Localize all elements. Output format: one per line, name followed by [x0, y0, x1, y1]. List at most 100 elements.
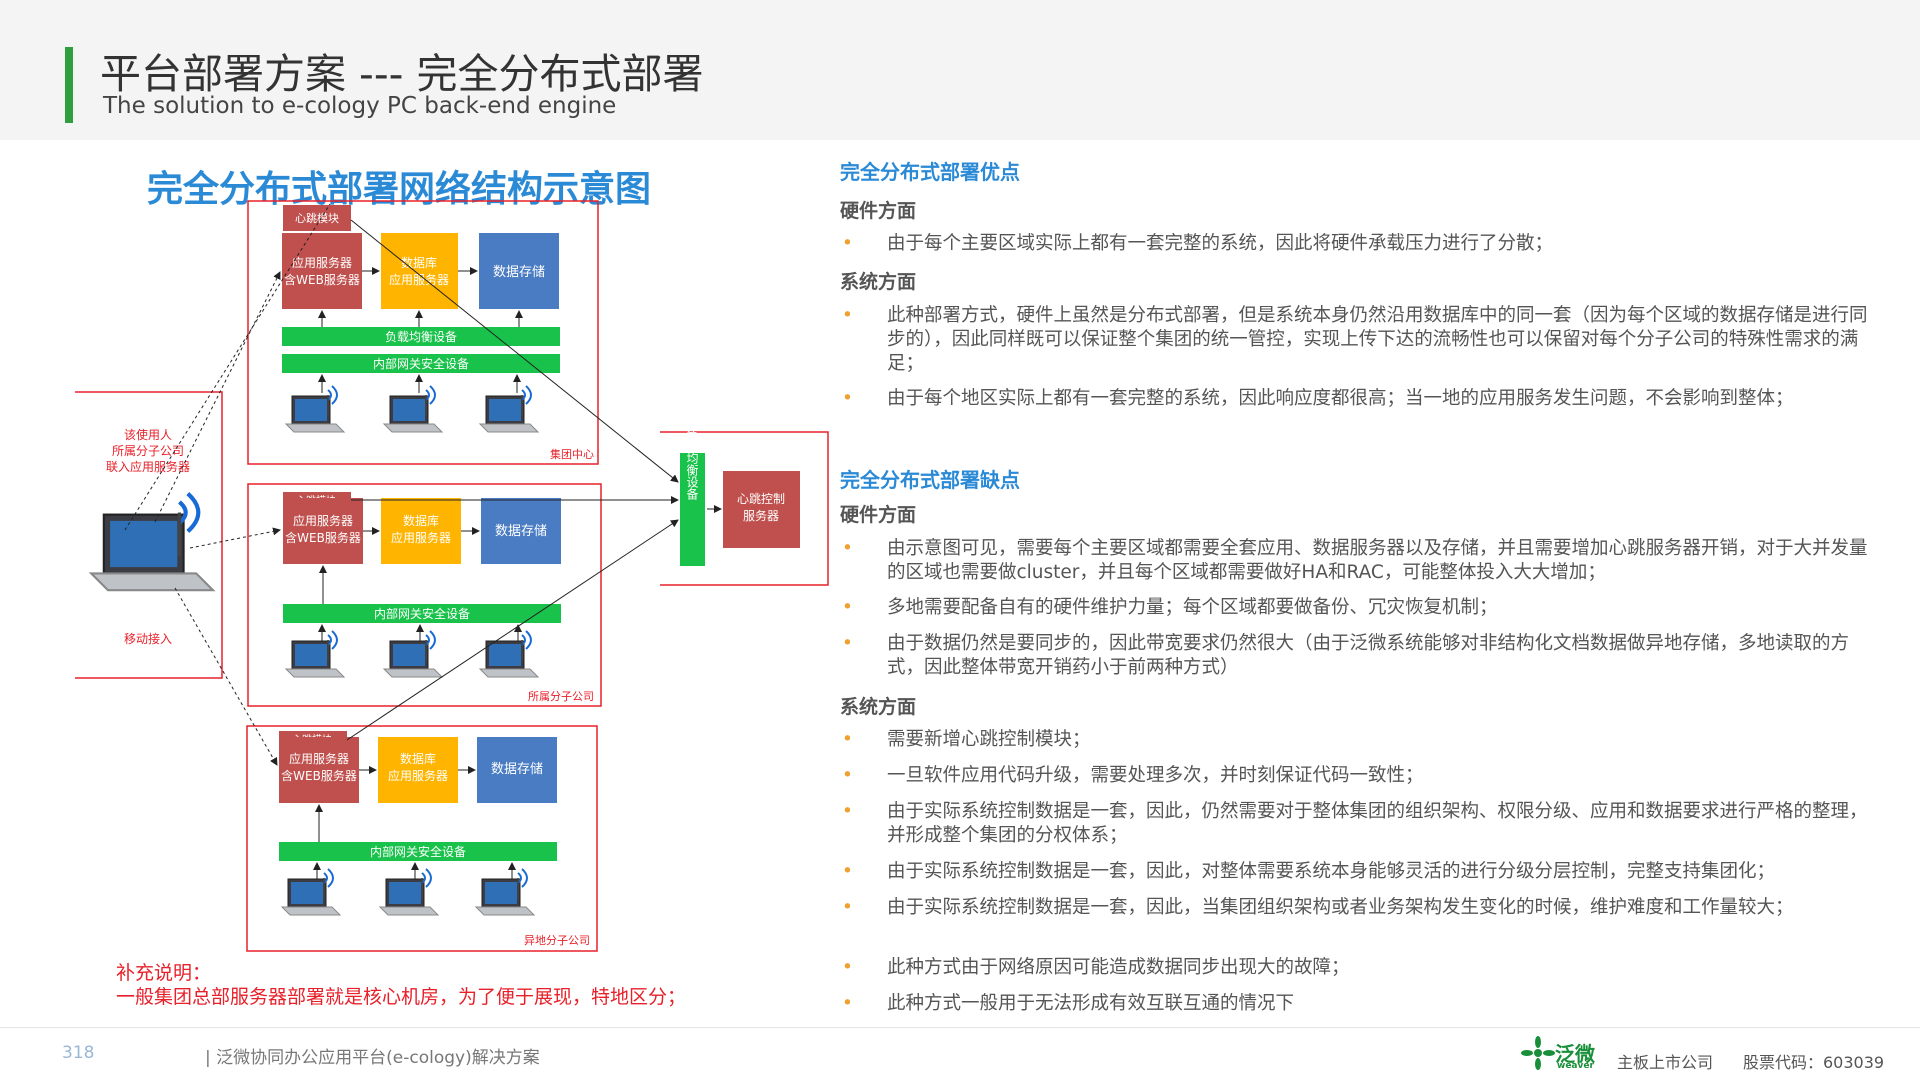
note-title: 补充说明： — [116, 962, 212, 984]
page-title: 平台部署方案 --- 完全分布式部署 — [100, 50, 704, 98]
svg-text:内部网关安全设备: 内部网关安全设备 — [373, 356, 469, 371]
svg-text:含WEB服务器: 含WEB服务器 — [284, 272, 360, 287]
advantages-heading: 完全分布式部署优点 — [840, 160, 1020, 184]
svg-text:应用服务器: 应用服务器 — [389, 272, 449, 287]
bullet-icon: • — [842, 957, 853, 978]
svg-text:移动接入: 移动接入 — [124, 631, 172, 646]
laptop-icon — [379, 868, 439, 916]
bullet-icon: • — [842, 305, 853, 326]
heartbeat-module — [283, 205, 351, 231]
page-subtitle: The solution to e-cology PC back-end eng… — [103, 93, 617, 119]
vertical-load-balancer — [680, 453, 705, 566]
cluster-frame-subsidiary — [247, 483, 602, 707]
user-frame — [75, 391, 223, 679]
logo-subtext: weaver — [1557, 1061, 1594, 1071]
adv-system-heading: 系统方面 — [840, 271, 917, 293]
list-item: •由示意图可见，需要每个主要区域都需要全套应用、数据服务器以及存储，并且需要增加… — [842, 538, 1868, 583]
db-server — [381, 498, 461, 564]
dis-hardware-heading: 硬件方面 — [840, 504, 917, 526]
laptop-icon — [281, 868, 341, 916]
list-item: •由于每个地区实际上都有一套完整的系统，因此响应度都很高；当一地的应用服务发生问… — [842, 388, 1794, 409]
svg-text:含WEB服务器: 含WEB服务器 — [285, 530, 361, 545]
list-item: •此种部署方式，硬件上虽然是分布式部署，但是系统本身仍然沿用数据库中的同一套（因… — [842, 305, 1868, 374]
laptop-icon — [383, 385, 443, 433]
svg-text:集团中心: 集团中心 — [550, 447, 594, 461]
svg-text:应用服务器: 应用服务器 — [388, 768, 448, 783]
svg-text:应用服务器: 应用服务器 — [292, 255, 352, 270]
svg-text:应用服务器: 应用服务器 — [391, 530, 451, 545]
app-server — [282, 233, 362, 309]
bullet-icon: • — [842, 993, 853, 1014]
svg-text:内部网关安全设备: 内部网关安全设备 — [374, 606, 470, 621]
stock-code: 股票代码：603039 — [1743, 1053, 1885, 1072]
disadvantages-heading: 完全分布式部署缺点 — [840, 468, 1020, 492]
diagram-title: 完全分布式部署网络结构示意图 — [147, 169, 652, 210]
storage — [477, 737, 557, 803]
svg-text:该使用人: 该使用人 — [124, 427, 172, 442]
storage — [479, 233, 559, 309]
svg-text:应用服务器: 应用服务器 — [293, 513, 353, 528]
laptop-icon — [285, 385, 345, 433]
gateway-bar — [279, 842, 557, 861]
svg-text:联入应用服务器: 联入应用服务器 — [106, 459, 190, 474]
bullet-icon: • — [842, 897, 853, 918]
page-number: 318 — [62, 1043, 95, 1063]
list-item: •此种方式由于网络原因可能造成数据同步出现大的故障； — [842, 957, 1350, 978]
svg-text:服务器: 服务器 — [743, 508, 779, 523]
heartbeat-control-server — [723, 471, 800, 548]
header-band — [0, 0, 1920, 140]
list-item: •此种方式一般用于无法形成有效互联互通的情况下 — [842, 993, 1295, 1014]
list-item: •由于实际系统控制数据是一套，因此，仍然需要对于整体集团的组织架构、权限分级、应… — [842, 801, 1868, 846]
app-server — [283, 498, 363, 564]
bullet-icon: • — [842, 765, 853, 786]
svg-text:数据库: 数据库 — [403, 513, 439, 528]
gateway-bar — [283, 604, 561, 623]
laptop-icon — [479, 385, 539, 433]
list-item: •由于数据仍然是要同步的，因此带宽要求仍然很大（由于泛微系统能够对非结构化文档数… — [842, 633, 1850, 678]
list-item: •一旦软件应用代码升级，需要处理多次，并时刻保证代码一致性； — [842, 765, 1424, 786]
laptop-icon — [383, 630, 443, 678]
list-item: •由于实际系统控制数据是一套，因此，当集团组织架构或者业务架构发生变化的时候，维… — [842, 897, 1794, 918]
weaver-logo-icon — [1521, 1036, 1555, 1070]
svg-text:数据存储: 数据存储 — [495, 524, 547, 539]
bullet-icon: • — [842, 388, 853, 409]
svg-text:数据存储: 数据存储 — [491, 762, 543, 777]
list-item: •多地需要配备自有的硬件维护力量；每个区域都要做备份、冗灾恢复机制； — [842, 597, 1498, 618]
svg-text:内部网关安全设备: 内部网关安全设备 — [370, 844, 466, 859]
app-server — [279, 737, 359, 803]
bullet-icon: • — [842, 233, 853, 254]
cluster-frame-hq — [247, 200, 599, 465]
svg-text:数据库: 数据库 — [401, 255, 437, 270]
svg-text:负载均衡设备: 负载均衡设备 — [685, 428, 699, 501]
cluster-frame-remote — [246, 725, 598, 952]
svg-text:心跳控制: 心跳控制 — [737, 492, 785, 506]
list-item: •由于每个主要区域实际上都有一套完整的系统，因此将硬件承载压力进行了分散； — [842, 233, 1554, 254]
footer-divider — [0, 1027, 1920, 1028]
title-accent-bar — [65, 47, 73, 123]
mobile-laptop-icon — [91, 494, 213, 591]
svg-text:异地分子公司: 异地分子公司 — [524, 934, 590, 947]
adv-hardware-heading: 硬件方面 — [840, 200, 917, 222]
note-text: 一般集团总部服务器部署就是核心机房，为了便于展现，特地区分； — [116, 986, 687, 1008]
control-frame — [660, 431, 829, 586]
list-item: •由于实际系统控制数据是一套，因此，对整体需要系统本身能够灵活的进行分级分层控制… — [842, 861, 1776, 882]
bullet-icon: • — [842, 597, 853, 618]
dis-system-heading: 系统方面 — [840, 696, 917, 718]
bullet-icon: • — [842, 633, 853, 654]
network-diagram: 心跳模块 应用服务器 含WEB服务器 数据库 应用服务器 数据存储 负载均衡设备… — [75, 200, 829, 952]
bullet-icon: • — [842, 861, 853, 882]
bullet-icon: • — [842, 729, 853, 750]
bullet-icon: • — [842, 801, 853, 822]
company-label: 主板上市公司 — [1617, 1053, 1714, 1072]
svg-text:负载均衡设备: 负载均衡设备 — [385, 330, 457, 344]
laptop-icon — [479, 630, 539, 678]
db-server — [381, 233, 458, 309]
gateway-bar — [282, 354, 560, 373]
footer-doc-title: | 泛微协同办公应用平台(e-cology)解决方案 — [205, 1048, 540, 1068]
db-server — [378, 737, 458, 803]
svg-text:应用服务器: 应用服务器 — [289, 751, 349, 766]
svg-text:心跳模块: 心跳模块 — [295, 211, 339, 225]
svg-text:含WEB服务器: 含WEB服务器 — [281, 768, 357, 783]
laptop-icon — [285, 630, 345, 678]
laptop-icon — [475, 868, 535, 916]
